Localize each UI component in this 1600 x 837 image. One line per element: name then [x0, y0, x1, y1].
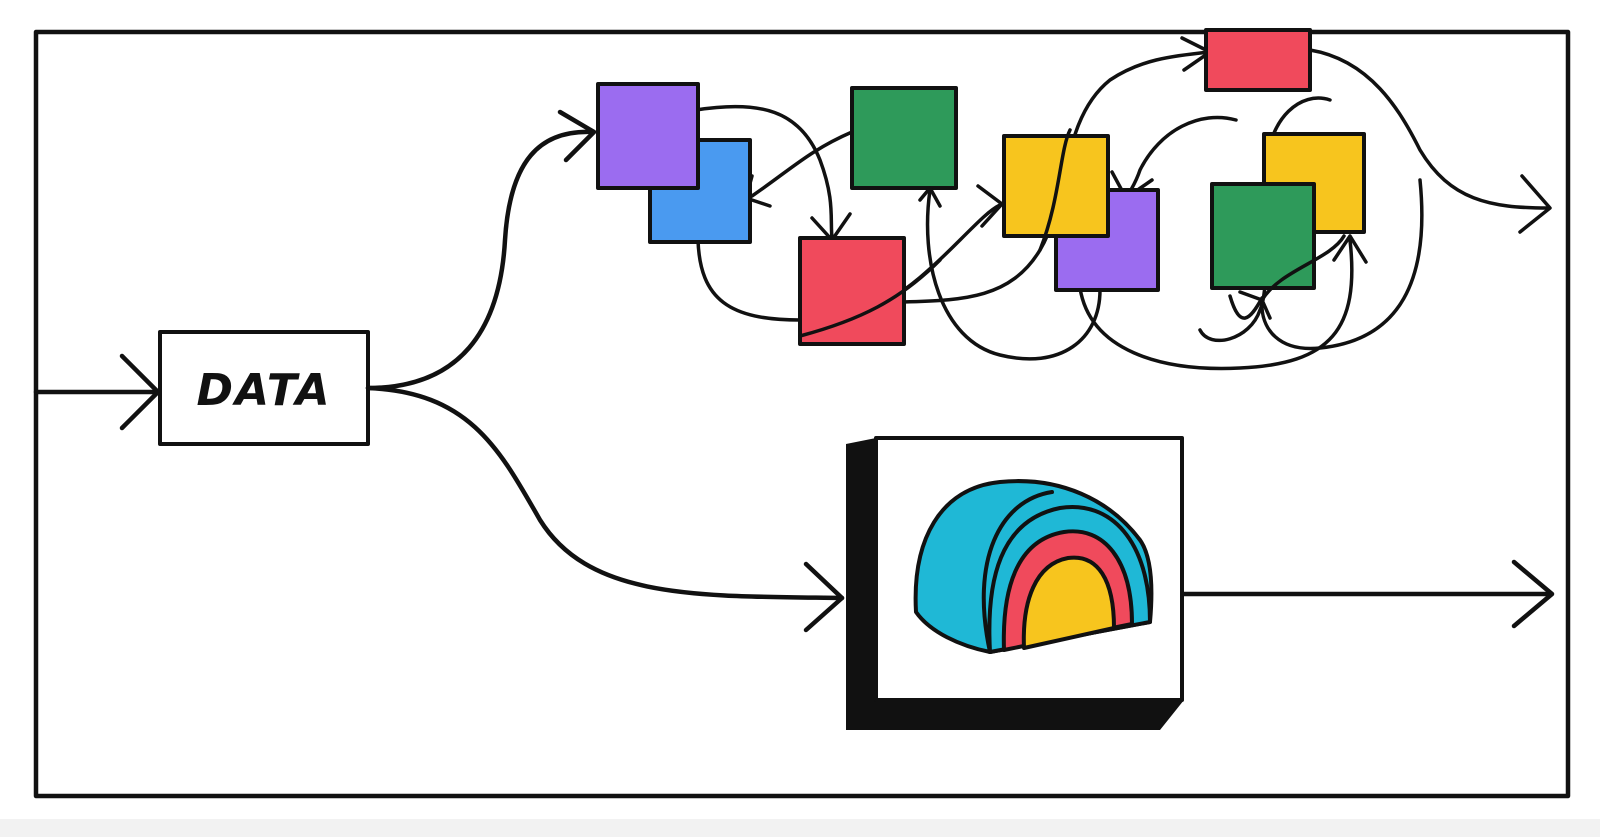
block-green	[850, 86, 958, 190]
rainbow-arch-icon	[913, 479, 1154, 654]
block-purple-right	[1054, 188, 1160, 292]
model-node	[846, 436, 1184, 730]
block-green-right	[1210, 182, 1316, 290]
block-purple	[596, 82, 700, 190]
block-red	[798, 236, 906, 346]
tangled-network	[596, 28, 1552, 371]
branch-lower-arrowhead	[803, 561, 845, 633]
outer-frame	[33, 29, 1571, 799]
bottom-strip	[0, 819, 1600, 837]
block-red-top	[1204, 28, 1312, 92]
data-label: DATA	[196, 365, 331, 416]
data-node: DATA	[158, 330, 370, 446]
branch-upper-arrowhead	[557, 109, 597, 163]
branch-upper-arrow	[365, 129, 595, 391]
output-arrowhead-lower	[1511, 559, 1555, 629]
branch-lower-arrow	[365, 385, 845, 601]
